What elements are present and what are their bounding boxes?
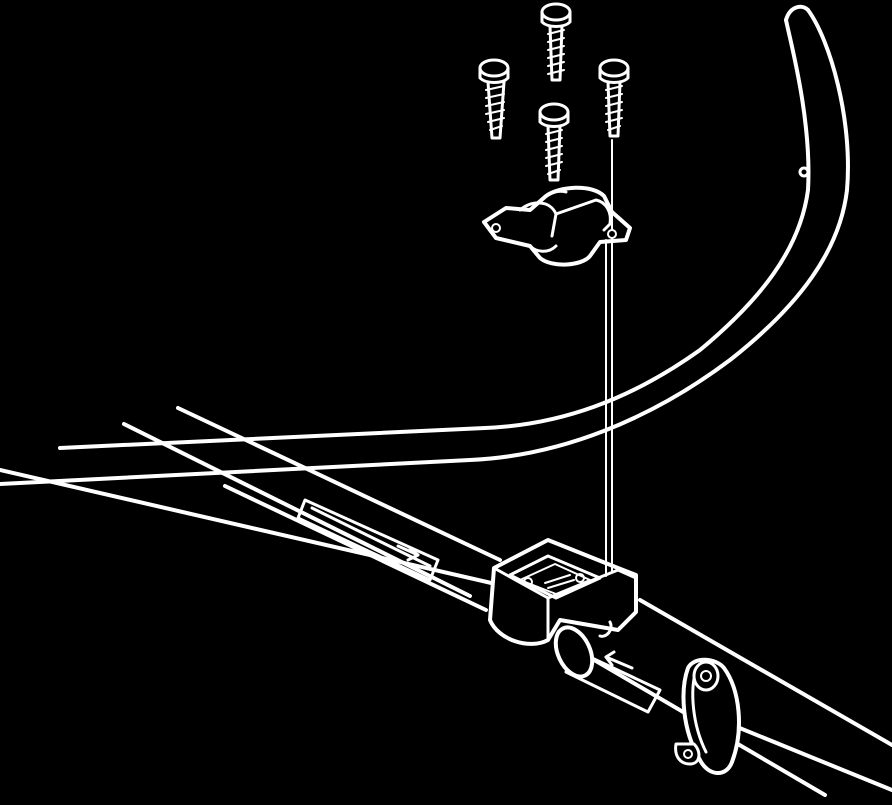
shaft-tube (0, 406, 892, 797)
mounting-screw (540, 2, 572, 82)
direction-arrow-label (296, 498, 440, 582)
mounting-screw (598, 58, 630, 138)
assembly-guide-line (605, 139, 613, 577)
handle-hole (798, 166, 810, 178)
shaft-clamp-ring (674, 657, 741, 775)
handle-mount-base (488, 538, 638, 679)
loop-handle (0, 4, 850, 486)
mounting-screw (478, 58, 510, 140)
handle-clamp-cap (482, 185, 632, 267)
mounting-screw (538, 102, 570, 182)
arrow-left-icon (604, 655, 634, 670)
